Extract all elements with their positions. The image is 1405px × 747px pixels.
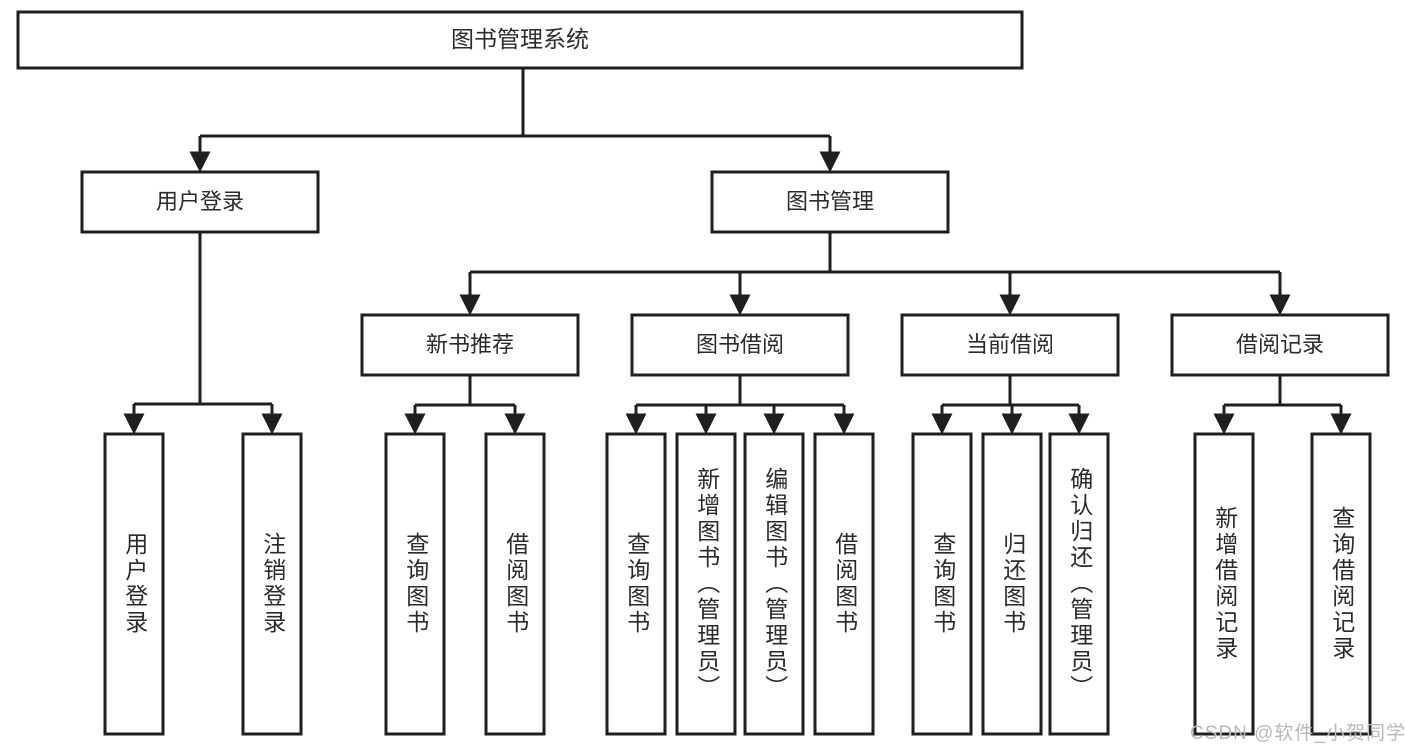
node-label: 图书管理系统 [451,26,589,52]
node-label: 当前借阅 [966,332,1054,357]
node-leaf-borrow-book-2[interactable] [813,432,875,736]
node-leaf-confirm-return[interactable] [1048,432,1110,736]
node-leaf-edit-book[interactable] [743,432,805,736]
node-leaf-add-record[interactable] [1193,432,1255,736]
node-leaf-user-login[interactable] [103,432,165,736]
node-book-borrow[interactable]: 图书借阅 [630,313,850,377]
node-leaf-borrow-book-1[interactable] [484,432,546,736]
node-borrow-record[interactable]: 借阅记录 [1170,313,1390,377]
node-label: 用户登录 [156,189,244,214]
node-label: 借阅记录 [1236,332,1324,357]
node-new-book-rec[interactable]: 新书推荐 [360,313,580,377]
node-label: 新书推荐 [426,332,514,357]
node-book-manage[interactable]: 图书管理 [710,170,950,234]
node-leaf-return-book[interactable] [981,432,1043,736]
node-leaf-add-book[interactable] [675,432,737,736]
node-leaf-query-book-1[interactable] [384,432,446,736]
node-current-borrow[interactable]: 当前借阅 [900,313,1120,377]
node-leaf-query-book-2[interactable] [605,432,667,736]
node-root[interactable]: 图书管理系统 [16,10,1024,70]
node-user-login[interactable]: 用户登录 [80,170,320,234]
node-leaf-user-logout[interactable] [241,432,303,736]
node-label: 图书管理 [786,189,874,214]
node-leaf-query-book-3[interactable] [911,432,973,736]
watermark-text: CSDN @软件_小贺同学 [1190,723,1405,744]
node-label: 图书借阅 [696,332,784,357]
connector-layer [123,68,1352,435]
node-leaf-query-record[interactable] [1310,432,1372,736]
